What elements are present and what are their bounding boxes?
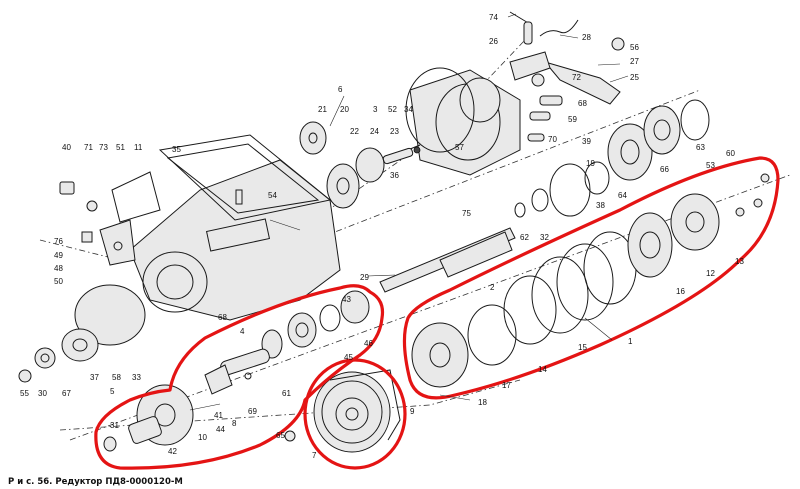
callout-24: 24 [370, 127, 379, 136]
callout-50: 50 [54, 277, 63, 286]
linkage-assembly [509, 11, 625, 142]
callout-40: 40 [62, 143, 71, 152]
callout-29: 29 [360, 273, 369, 282]
callout-34: 34 [404, 105, 413, 114]
callout-60: 60 [726, 149, 735, 158]
callout-6: 6 [338, 85, 343, 94]
callout-68: 68 [578, 99, 587, 108]
callout-39: 39 [582, 137, 591, 146]
callout-71: 71 [84, 143, 93, 152]
callout-38: 38 [596, 201, 605, 210]
callout-27: 27 [630, 57, 639, 66]
callout-58: 58 [112, 373, 121, 382]
callout-36: 36 [390, 171, 399, 180]
callout-33: 33 [132, 373, 141, 382]
callout-53: 53 [706, 161, 715, 170]
callout-42: 42 [168, 447, 177, 456]
coupling-parts [299, 121, 421, 209]
callout-32: 32 [540, 233, 549, 242]
callout-65: 65 [276, 431, 285, 440]
callout-37: 37 [90, 373, 99, 382]
callout-22: 22 [350, 127, 359, 136]
ring-gear-drum [313, 369, 401, 453]
figure-caption: Р и с. 56. Редуктор ПД8-0000120-М [8, 477, 183, 487]
callout-2: 2 [490, 283, 495, 292]
callout-57: 57 [455, 143, 464, 152]
callout-labels: 74 26 28 56 27 72 25 6 68 59 21 20 3 52 … [20, 13, 744, 460]
callout-16: 16 [676, 287, 685, 296]
callout-7: 7 [312, 451, 317, 460]
leader-lines [189, 13, 629, 411]
callout-55: 55 [20, 389, 29, 398]
callout-66: 66 [660, 165, 669, 174]
callout-25: 25 [630, 73, 639, 82]
callout-8: 8 [232, 419, 237, 428]
callout-14: 14 [538, 365, 547, 374]
callout-72: 72 [572, 73, 581, 82]
callout-13: 13 [735, 257, 744, 266]
pinion-shaft-group [103, 290, 370, 452]
callout-41: 41 [214, 411, 223, 420]
callout-20: 20 [340, 105, 349, 114]
clutch-pack [411, 173, 770, 388]
gearbox-housing [129, 134, 341, 321]
callout-70: 70 [548, 135, 557, 144]
callout-63: 63 [696, 143, 705, 152]
callout-19: 19 [586, 159, 595, 168]
callout-4: 4 [240, 327, 245, 336]
callout-48: 48 [54, 264, 63, 273]
callout-69: 69 [248, 407, 257, 416]
callout-54: 54 [268, 191, 277, 200]
main-shaft [379, 227, 516, 293]
callout-26: 26 [489, 37, 498, 46]
callout-73: 73 [99, 143, 108, 152]
callout-17: 17 [502, 381, 511, 390]
callout-5: 5 [110, 387, 115, 396]
highlight-drum [303, 358, 407, 470]
highlight-marks [94, 156, 780, 470]
callout-56: 56 [630, 43, 639, 52]
output-flange [18, 284, 146, 383]
callout-9: 9 [410, 407, 415, 416]
callout-3: 3 [373, 105, 378, 114]
callout-31: 31 [110, 421, 119, 430]
highlight-left-group [94, 284, 385, 470]
callout-28: 28 [582, 33, 591, 42]
callout-59: 59 [568, 115, 577, 124]
callout-76: 76 [54, 237, 63, 246]
callout-10: 10 [198, 433, 207, 442]
callout-23: 23 [390, 127, 399, 136]
callout-18: 18 [478, 398, 487, 407]
highlight-right-group [402, 156, 780, 400]
callout-64: 64 [618, 191, 627, 200]
callout-12: 12 [706, 269, 715, 278]
callout-43: 43 [342, 295, 351, 304]
callout-35: 35 [172, 145, 181, 154]
callout-15: 15 [578, 343, 587, 352]
callout-11: 11 [134, 143, 143, 152]
callout-52: 52 [388, 105, 397, 114]
callout-21: 21 [318, 105, 327, 114]
callout-51: 51 [116, 143, 125, 152]
callout-30: 30 [38, 389, 47, 398]
callout-68b: 68 [218, 313, 227, 322]
callout-75: 75 [462, 209, 471, 218]
cover-flange [405, 67, 521, 176]
callout-49: 49 [54, 251, 63, 260]
callout-44: 44 [216, 425, 225, 434]
left-levers [59, 171, 161, 266]
callout-67: 67 [62, 389, 71, 398]
callout-46: 46 [364, 339, 373, 348]
callout-61: 61 [282, 389, 291, 398]
callout-74: 74 [489, 13, 498, 22]
callout-1: 1 [628, 337, 633, 346]
upper-right-gears [514, 99, 710, 218]
callout-45: 45 [344, 353, 353, 362]
callout-62: 62 [520, 233, 529, 242]
